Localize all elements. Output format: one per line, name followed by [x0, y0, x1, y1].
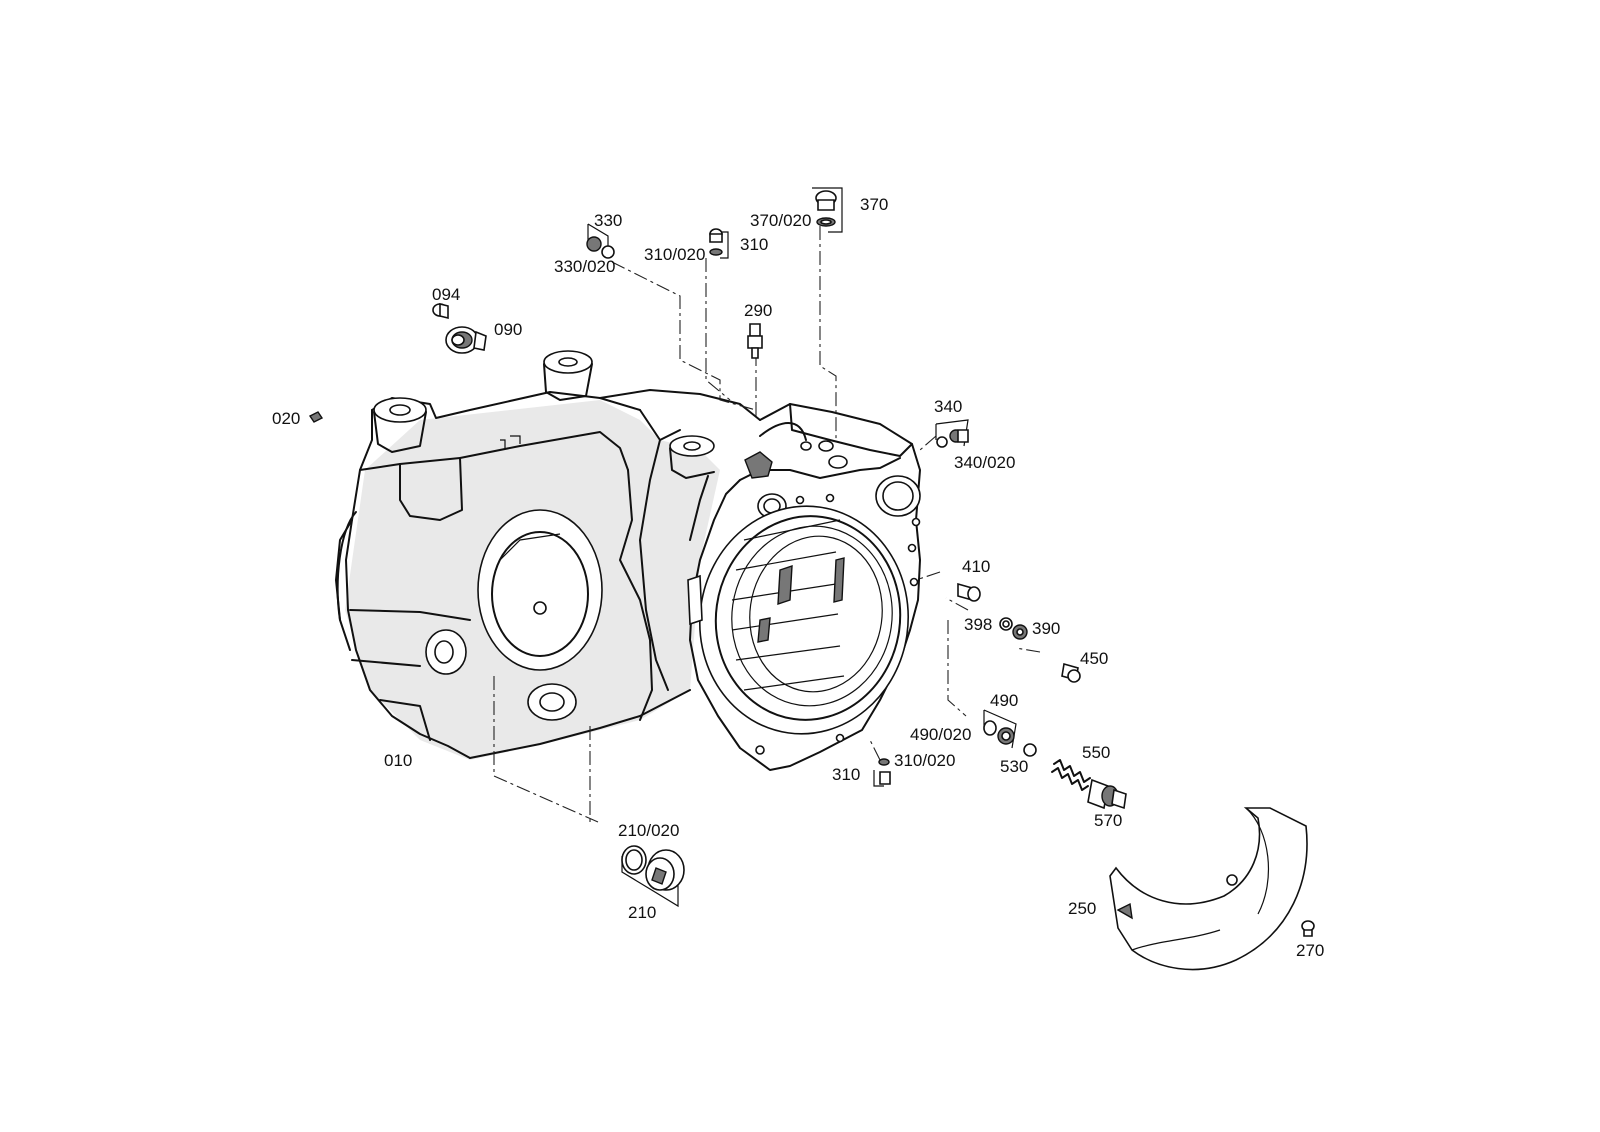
label-270: 270: [1296, 941, 1324, 960]
label-310-020-bottom: 310/020: [894, 751, 955, 770]
part-270-screw: [1301, 920, 1315, 937]
label-010: 010: [384, 751, 412, 770]
part-330-plug: [586, 223, 615, 259]
internal-clutch-splines: [731, 519, 845, 691]
label-370-020: 370/020: [750, 211, 811, 230]
assembly-centerlines: [493, 226, 1041, 823]
label-450: 450: [1080, 649, 1108, 668]
part-340-plug: [935, 419, 969, 448]
part-210-drain-plug: [621, 845, 685, 908]
part-410-plug: [957, 582, 981, 602]
part-490-plug: [983, 709, 1017, 749]
part-310-plug-bottom: [873, 758, 891, 787]
label-310-top: 310: [740, 235, 768, 254]
part-550-spring: [1051, 759, 1091, 791]
label-330-020: 330/020: [554, 257, 615, 276]
label-090: 090: [494, 320, 522, 339]
label-290: 290: [744, 301, 772, 320]
part-094-plug: [432, 302, 449, 320]
label-340-020: 340/020: [954, 453, 1015, 472]
label-570: 570: [1094, 811, 1122, 830]
label-310-bottom: 310: [832, 765, 860, 784]
part-398-ring: [999, 617, 1013, 631]
label-094: 094: [432, 285, 460, 304]
transmission-housing: [335, 350, 921, 771]
label-410: 410: [962, 557, 990, 576]
label-330: 330: [594, 211, 622, 230]
label-250: 250: [1068, 899, 1096, 918]
label-370: 370: [860, 195, 888, 214]
part-570-plug: [1087, 778, 1127, 810]
part-450-plug: [1061, 662, 1081, 683]
label-210-020: 210/020: [618, 821, 679, 840]
part-310-plug-top: [709, 228, 729, 259]
part-370-plug: [812, 187, 843, 233]
part-530-ball: [1023, 743, 1037, 757]
label-530: 530: [1000, 757, 1028, 776]
label-210: 210: [628, 903, 656, 922]
part-250-cover-shield: [1109, 807, 1308, 971]
label-550: 550: [1082, 743, 1110, 762]
label-390: 390: [1032, 619, 1060, 638]
label-020: 020: [272, 409, 300, 428]
label-490: 490: [990, 691, 1018, 710]
part-090-fitting: [445, 326, 487, 354]
label-490-020: 490/020: [910, 725, 971, 744]
label-310-020-top: 310/020: [644, 245, 705, 264]
part-390-plug: [1012, 624, 1028, 640]
part-290-sensor: [747, 323, 763, 359]
part-020: [308, 411, 324, 423]
label-340: 340: [934, 397, 962, 416]
label-398: 398: [964, 615, 992, 634]
